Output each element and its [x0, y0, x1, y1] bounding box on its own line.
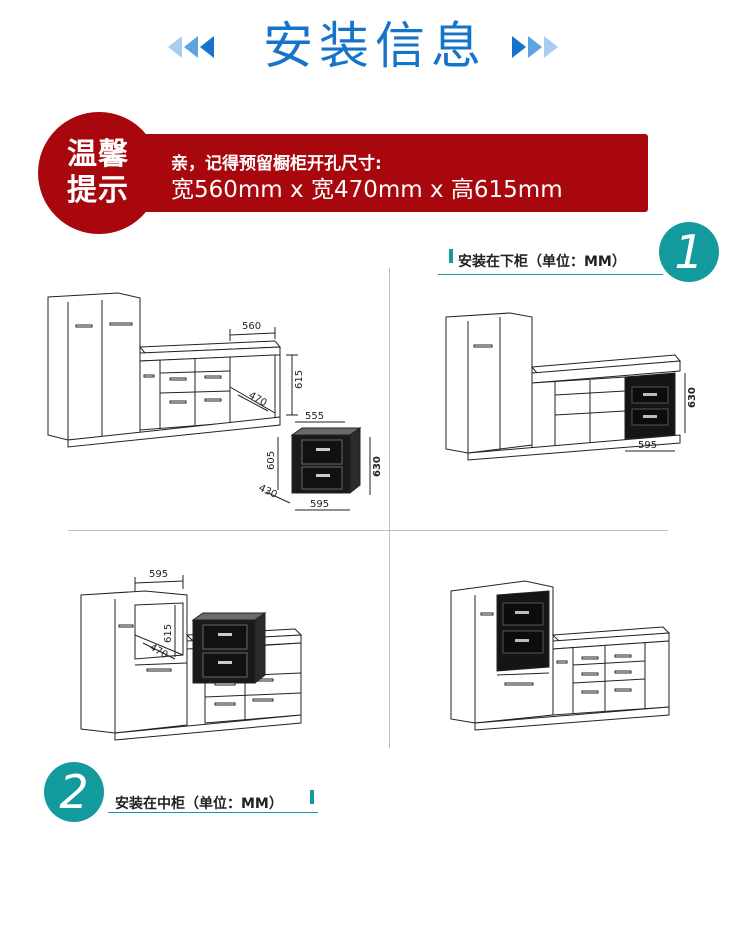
- dim2-height: 630: [372, 456, 383, 477]
- page-title: 安装信息: [263, 17, 487, 75]
- dim3-bottom: 595: [638, 440, 657, 451]
- dim2-depth2: 605: [266, 451, 277, 470]
- section2-number: 2: [44, 762, 104, 822]
- dim2-bottom: 595: [310, 499, 329, 510]
- section2-underline: [108, 812, 318, 813]
- section1-underline: [438, 274, 663, 275]
- diagram-middle-cabinet-opening: 595 615 470: [80, 569, 303, 741]
- diagram-lower-cabinet-opening: 560 615 470 555 605 630 595 430: [47, 292, 383, 511]
- section1-number: 1: [659, 222, 719, 282]
- diagram-lower-cabinet-installed: 630 595: [445, 312, 698, 461]
- dim4-width: 595: [149, 569, 168, 580]
- horizontal-divider: [68, 530, 668, 531]
- dim2-width: 555: [305, 411, 324, 422]
- section2-marker: [310, 790, 314, 804]
- dim3-height: 630: [687, 387, 698, 408]
- tip-reminder-text: 亲，记得预留橱柜开孔尺寸:: [171, 154, 382, 174]
- page-header: 安装信息: [0, 0, 750, 90]
- dim1-height: 615: [294, 370, 305, 389]
- right-arrows-icon: [512, 36, 558, 58]
- diagram-middle-cabinet-installed: [450, 580, 671, 731]
- tip-dimensions-text: 宽560mm x 宽470mm x 高615mm: [171, 177, 563, 203]
- dim1-width: 560: [242, 321, 261, 332]
- section1-label: 安装在下柜（单位：MM）: [458, 254, 626, 270]
- tip-badge: [38, 112, 160, 234]
- dim4-height: 615: [163, 624, 174, 643]
- section1-marker: [449, 249, 453, 263]
- left-arrows-icon: [168, 36, 214, 58]
- tip-banner: [95, 134, 648, 212]
- dim2-depth: 430: [257, 483, 279, 501]
- vertical-divider: [389, 268, 390, 748]
- section2-label: 安装在中柜（单位：MM）: [115, 796, 283, 812]
- tip-badge-text: 温馨 提示: [67, 137, 129, 208]
